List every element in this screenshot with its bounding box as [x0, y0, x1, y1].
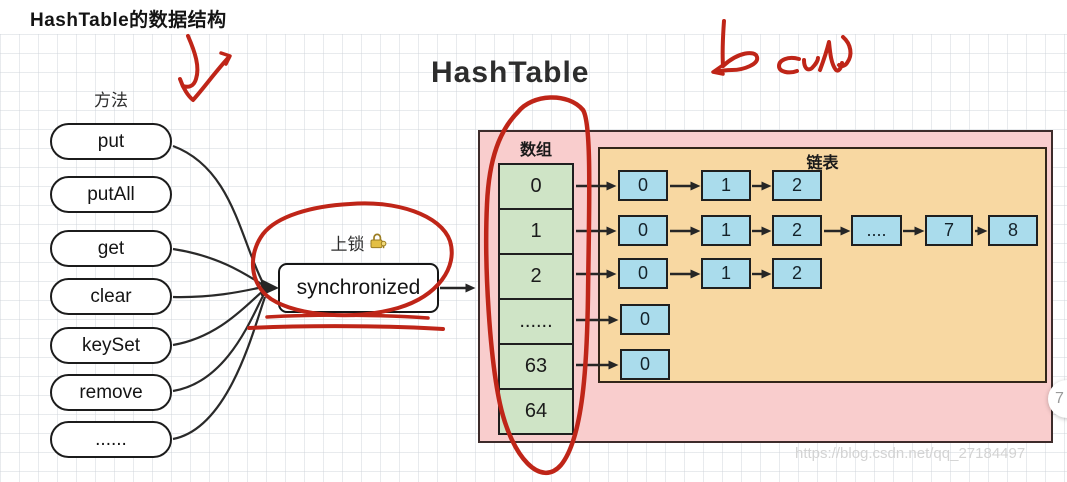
- chain0-node-1: 1: [701, 170, 751, 201]
- array-cell-63: 63: [498, 343, 574, 390]
- array-label: 数组: [519, 142, 552, 159]
- chain1-node-0: 0: [618, 215, 668, 246]
- floating-side-button[interactable]: 7: [1048, 380, 1067, 418]
- method-node-more: ......: [50, 421, 172, 458]
- chain0-node-0: 0: [618, 170, 668, 201]
- chain2-node-1: 1: [701, 258, 751, 289]
- methods-label: 方法: [94, 91, 128, 110]
- array-cell-2: 2: [498, 253, 574, 300]
- array-cell-64: 64: [498, 388, 574, 435]
- chain1-node-1: 1: [701, 215, 751, 246]
- method-node-remove: remove: [50, 374, 172, 411]
- watermark-url: https://blog.csdn.net/qq_27184497: [795, 445, 1026, 462]
- method-node-clear: clear: [50, 278, 172, 315]
- array-cell-0: 0: [498, 163, 574, 210]
- page-title: HashTable的数据结构: [30, 10, 227, 31]
- method-node-get: get: [50, 230, 172, 267]
- method-node-put: put: [50, 123, 172, 160]
- chain1-node-7: 7: [925, 215, 973, 246]
- lock-label-row: 上锁: [278, 230, 439, 255]
- floating-side-button-label: 7: [1055, 390, 1064, 407]
- hashtable-title: HashTable: [431, 56, 590, 89]
- array-cell-1: 1: [498, 208, 574, 255]
- synchronized-node: synchronized: [278, 263, 439, 313]
- lock-label: 上锁: [330, 235, 365, 254]
- method-node-putall: putAll: [50, 176, 172, 213]
- lock-with-key-icon: [369, 232, 387, 254]
- chain0-node-2: 2: [772, 170, 822, 201]
- chain1-node-2: 2: [772, 215, 822, 246]
- chain2-node-0: 0: [618, 258, 668, 289]
- chain3-node-0: 0: [620, 304, 670, 335]
- chain1-node-dots: ....: [851, 215, 902, 246]
- method-node-keyset: keySet: [50, 327, 172, 364]
- chain1-node-8: 8: [988, 215, 1038, 246]
- array-cell-dots: ......: [498, 298, 574, 345]
- chain4-node-0: 0: [620, 349, 670, 380]
- linked-list-label: 链表: [806, 155, 839, 172]
- chain2-node-2: 2: [772, 258, 822, 289]
